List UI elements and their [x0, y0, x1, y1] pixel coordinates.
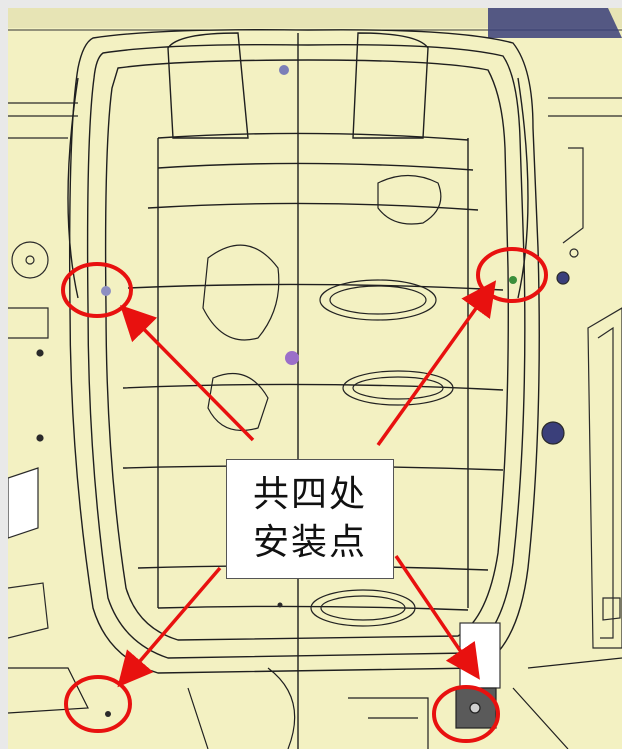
callout-arrows: [117, 280, 497, 688]
mount-points-callout: 共四处 安装点: [226, 459, 394, 579]
arrow-to-top-right: [376, 280, 497, 447]
seat-wireframe-drawing: [8, 8, 622, 749]
mount-point-circles: [61, 247, 548, 743]
callout-line-2: 安装点: [252, 522, 367, 563]
cad-viewport[interactable]: 共四处 安装点: [8, 8, 622, 749]
callout-line-1: 共四处: [252, 474, 367, 515]
top-frame-band: [8, 8, 622, 28]
top-right-bracket: [488, 8, 622, 38]
mount-point-top-right: [476, 247, 548, 303]
mount-point-top-left: [61, 262, 133, 318]
arrow-to-top-left: [120, 305, 255, 442]
left-rail-lines: [8, 102, 78, 639]
right-rail-lines: [541, 97, 622, 649]
cushion-pad-ovals: [202, 174, 454, 627]
arrow-to-bottom-right: [394, 555, 480, 680]
reference-dots: [101, 65, 517, 717]
mount-point-bottom-left: [64, 675, 132, 733]
arrow-to-bottom-left: [117, 566, 222, 688]
mount-point-bottom-right: [432, 685, 500, 743]
